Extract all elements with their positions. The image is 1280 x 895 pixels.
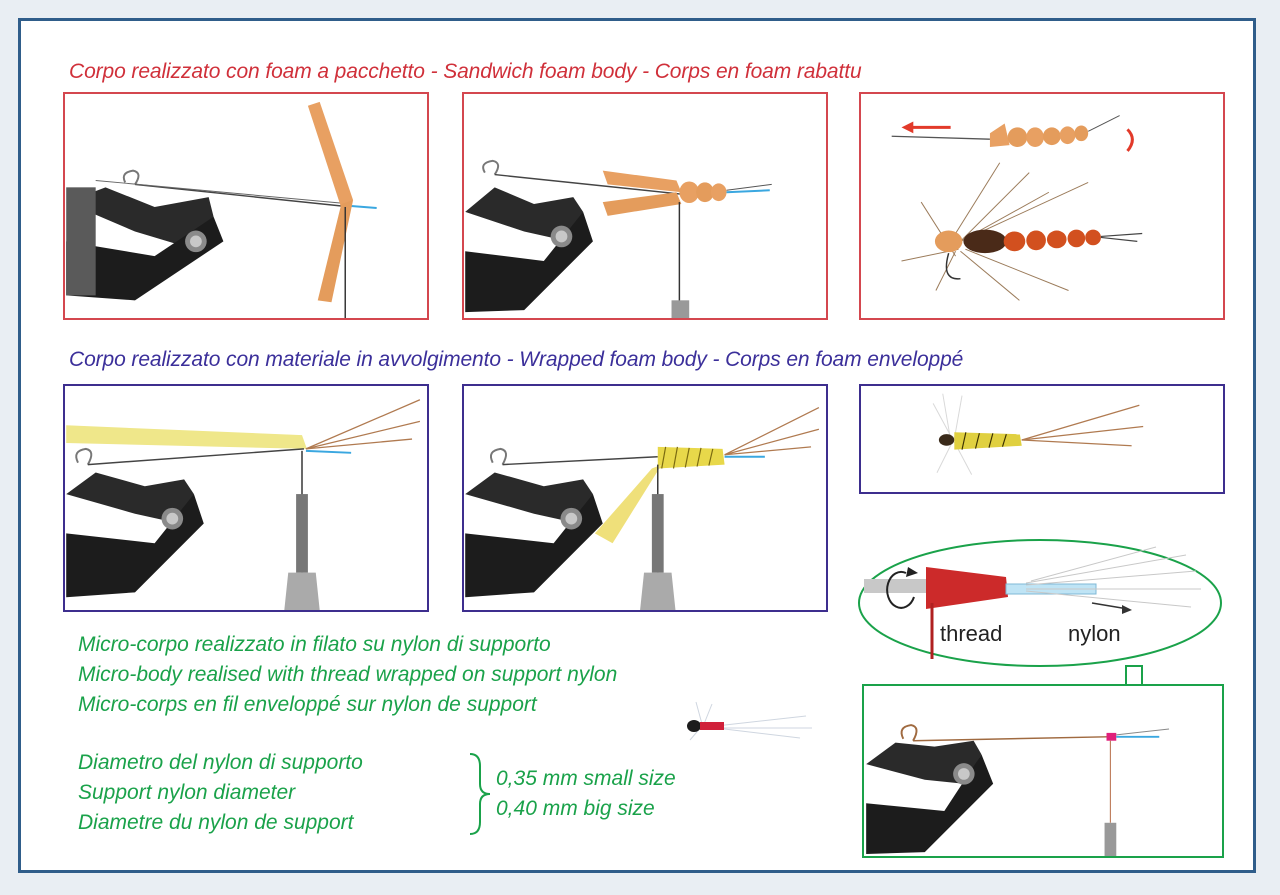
wrapped-finished-fly-image (859, 384, 1225, 494)
sandwich-step2-image (462, 92, 828, 320)
micro-body-fr: Micro-corps en fil enveloppé sur nylon d… (78, 693, 537, 716)
diameter-it: Diametro del nylon di supporto (78, 751, 363, 774)
thread-nylon-callout: thread nylon (856, 537, 1224, 669)
thread-label: thread (940, 621, 1003, 646)
sandwich-section-title: Corpo realizzato con foam a pacchetto - … (69, 60, 862, 83)
sandwich-step1-image (63, 92, 429, 320)
size-small: 0,35 mm small size (496, 767, 676, 790)
sandwich-finished-fly-image (859, 92, 1225, 320)
micro-body-image (862, 684, 1224, 858)
wrapped-section-title: Corpo realizzato con materiale in avvolg… (69, 348, 964, 371)
vise-jaw (66, 187, 224, 301)
micro-fly-image (676, 698, 816, 748)
size-big: 0,40 mm big size (496, 797, 655, 820)
diameter-en: Support nylon diameter (78, 781, 296, 804)
nylon-label: nylon (1068, 621, 1121, 646)
wrapped-step1-image (63, 384, 429, 612)
wrapped-step2-image (462, 384, 828, 612)
diameter-brace (466, 752, 492, 836)
micro-body-en: Micro-body realised with thread wrapped … (78, 663, 618, 686)
micro-body-it: Micro-corpo realizzato in filato su nylo… (78, 633, 551, 656)
diameter-fr: Diametre du nylon de support (78, 811, 354, 834)
